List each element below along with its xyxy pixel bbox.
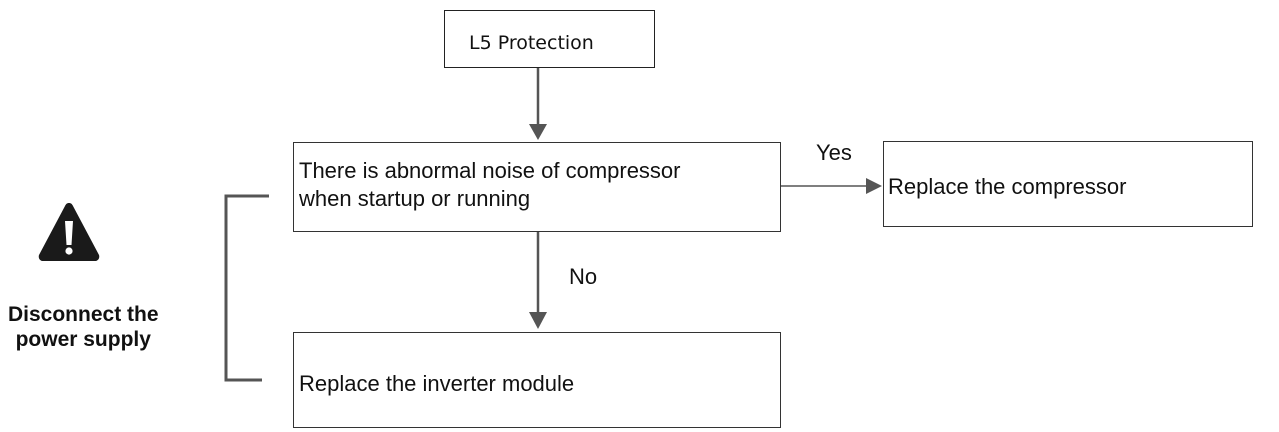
warning-triangle-icon [38,203,100,261]
decision-node-label: There is abnormal noise of compressor wh… [299,157,681,213]
warning-label: Disconnect the power supply [8,302,159,352]
start-node-box: L5 Protection [444,10,655,68]
decision-line-1: There is abnormal noise of compressor [299,158,681,183]
arrowhead-start-to-question [529,124,547,140]
start-node-label: L5 Protection [469,32,594,54]
warning-line-1: Disconnect the [8,303,159,326]
decision-node-box: There is abnormal noise of compressor wh… [293,142,781,232]
yes-branch-label: Yes [816,140,852,165]
arrowhead-question-to-no [529,312,547,329]
warning-line-2: power supply [15,328,151,351]
decision-line-2: when startup or running [299,186,531,211]
power-bracket [224,194,269,382]
no-action-box: Replace the inverter module [293,332,781,428]
no-branch-label: No [569,264,598,289]
no-action-label: Replace the inverter module [299,371,575,396]
yes-action-box: Replace the compressor [883,141,1253,227]
yes-action-label: Replace the compressor [888,174,1127,199]
arrowhead-question-to-yes [866,178,882,194]
